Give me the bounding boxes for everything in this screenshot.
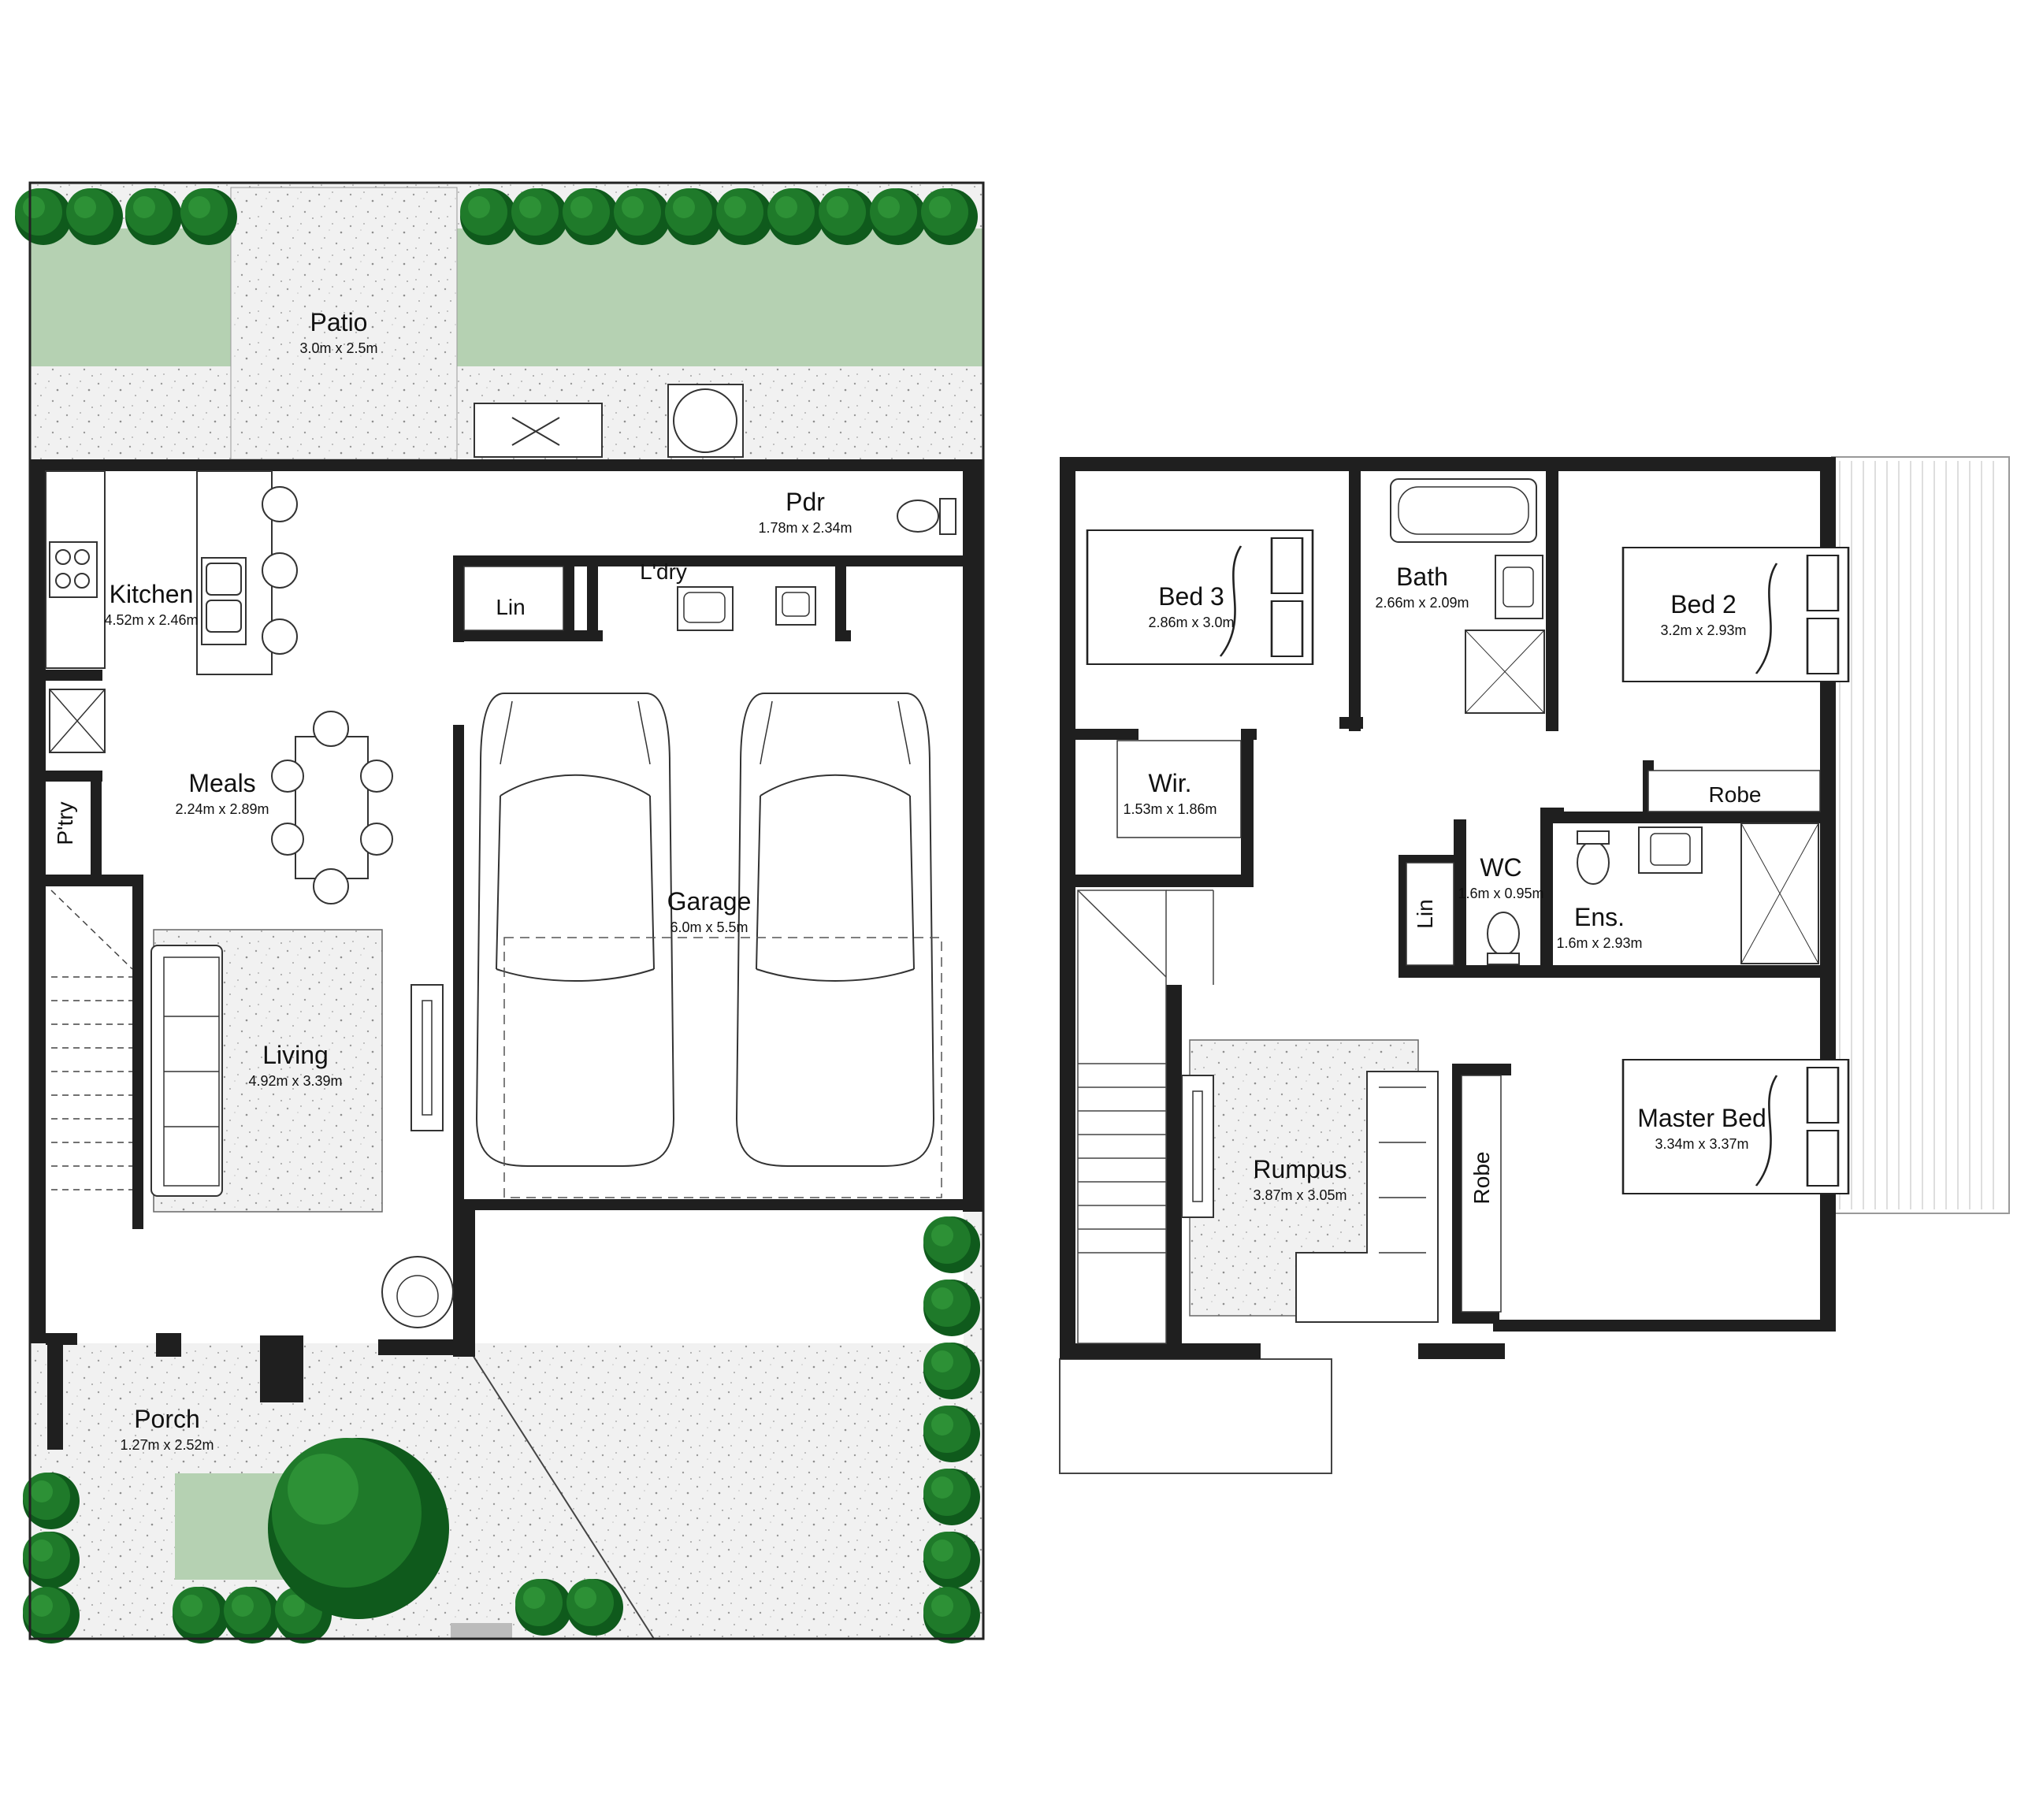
ens-label: Ens. (1574, 903, 1625, 931)
ensuite-vanity (1638, 826, 1703, 874)
meter-box (451, 1623, 512, 1639)
robe-bed2-label: Robe (1709, 782, 1762, 807)
lin-first-label: Lin (1413, 899, 1437, 928)
robe-master (1461, 1075, 1502, 1313)
dining-table-icon (271, 711, 393, 904)
kitchen-label: Kitchen (110, 580, 194, 608)
garage-door-line (503, 937, 942, 1198)
bed3-dims: 2.86m x 3.0m (1148, 615, 1234, 630)
living-dims: 4.92m x 3.39m (248, 1073, 342, 1089)
balcony-decking (1831, 456, 2010, 1214)
robe-master-label: Robe (1469, 1152, 1494, 1205)
wir-dims: 1.53m x 1.86m (1123, 801, 1217, 817)
wc-dims: 1.6m x 0.95m (1458, 886, 1543, 901)
bar-stool-1 (262, 486, 298, 522)
bar-stool-3 (262, 618, 298, 655)
water-tank-cross (511, 417, 560, 446)
ground-floor-walls (30, 459, 983, 1450)
bed2-dims: 3.2m x 2.93m (1660, 622, 1746, 638)
stove-icon (49, 541, 98, 598)
wc-label: WC (1480, 853, 1521, 882)
rumpus-sofa (1295, 1071, 1439, 1323)
master-bed-label: Master Bed (1637, 1104, 1766, 1132)
stairs-icon (50, 890, 133, 1190)
armchair-icon (381, 1256, 454, 1328)
rumpus-label: Rumpus (1253, 1155, 1347, 1183)
porch-label: Porch (134, 1405, 200, 1433)
patio-dims: 3.0m x 2.5m (299, 340, 377, 356)
garage-dims: 6.0m x 5.5m (670, 919, 748, 935)
ens-dims: 1.6m x 2.93m (1556, 935, 1642, 951)
wir-shelving (1116, 740, 1242, 838)
lin-label: Lin (496, 595, 525, 619)
bath-vanity (1495, 555, 1543, 619)
site-boundary-ground (28, 181, 985, 1640)
sink-icon (201, 557, 247, 645)
rumpus-dims: 3.87m x 3.05m (1253, 1187, 1347, 1203)
stairs-icon-first (1077, 890, 1214, 1344)
tree-icon (268, 1438, 449, 1619)
driveway-edge (472, 1354, 655, 1640)
kitchen-dims: 4.52m x 2.46m (104, 612, 198, 628)
robe-bed2 (1647, 770, 1821, 812)
garage-label: Garage (667, 887, 752, 916)
tv-unit (410, 984, 444, 1131)
garage-floor (463, 638, 960, 1209)
meals-label: Meals (188, 769, 255, 797)
master-bed-dims: 3.34m x 3.37m (1655, 1136, 1748, 1152)
patio-label: Patio (310, 308, 368, 336)
ensuite-shower-icon (1740, 823, 1819, 964)
roof-below (1059, 1358, 1332, 1474)
pdr-label: Pdr (786, 488, 825, 516)
lin-cupboard (463, 566, 564, 631)
first-floor-walls (1060, 457, 1836, 1359)
bed3-label: Bed 3 (1158, 582, 1224, 611)
laundry-label: L'dry (640, 559, 687, 584)
ac-unit (667, 384, 744, 458)
lin-cupboard-first (1406, 862, 1454, 966)
backyard-lawn-left (30, 228, 231, 366)
shrub-icon (15, 188, 978, 245)
rumpus-tv-unit (1181, 1075, 1214, 1218)
pdr-toilet-icon (897, 498, 956, 535)
meals-dims: 2.24m x 2.89m (175, 801, 269, 817)
living-label: Living (262, 1041, 329, 1069)
toilet-icon (1577, 830, 1610, 885)
bar-stool-2 (262, 552, 298, 589)
pdr-basin-icon (775, 586, 816, 626)
bath-dims: 2.66m x 2.09m (1375, 595, 1469, 611)
ac-fan (673, 388, 737, 453)
pdr-dims: 1.78m x 2.34m (758, 520, 852, 536)
laundry-tub-icon (677, 586, 734, 631)
fridge-cross (49, 689, 106, 753)
bathtub-icon (1390, 478, 1537, 543)
sofa-icon (150, 945, 223, 1197)
porch-dims: 1.27m x 2.52m (120, 1437, 214, 1453)
wir-label: Wir. (1148, 769, 1191, 797)
wc-toilet-icon (1487, 912, 1520, 965)
shower-icon (1465, 630, 1545, 714)
patio-area (230, 187, 458, 460)
bed2-label: Bed 2 (1670, 590, 1737, 618)
pantry-label: P'try (53, 801, 77, 845)
bath-label: Bath (1396, 563, 1448, 591)
backyard-lawn-right (457, 228, 983, 366)
